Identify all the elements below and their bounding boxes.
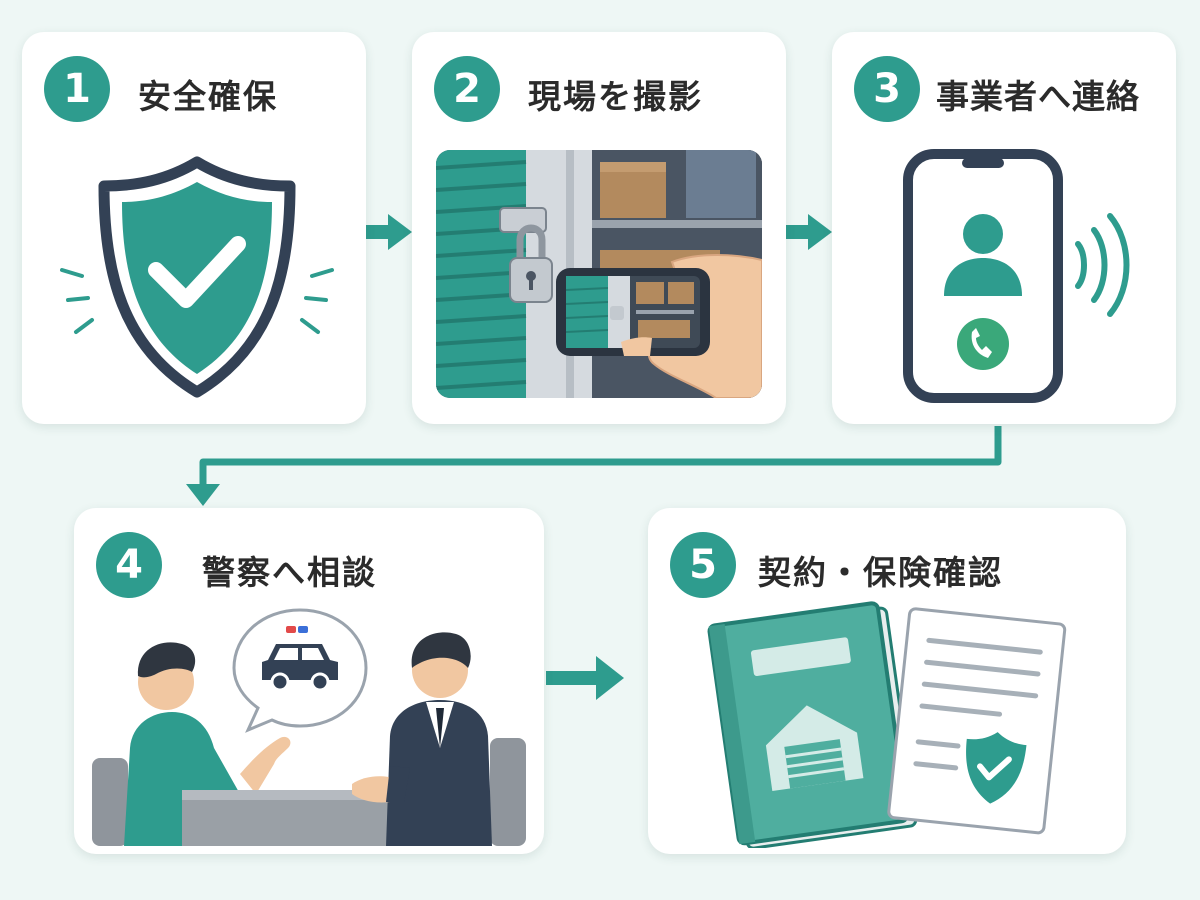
- phone-call-icon: [903, 149, 1130, 403]
- arrow-step1-to-step2: [366, 214, 412, 250]
- step-title: 現場を撮影: [528, 77, 703, 116]
- arrow-step3-to-step4: [186, 426, 1002, 506]
- step-card-5: 5 契約・保険確認: [648, 508, 1126, 854]
- step-title: 契約・保険確認: [758, 553, 1003, 592]
- step-card-3: 3 事業者へ連絡: [832, 32, 1176, 424]
- camera-photo-icon: [436, 150, 762, 398]
- step-number-badge: 2: [434, 56, 500, 122]
- step-number-badge: 5: [670, 532, 736, 598]
- step-card-2: 2 現場を撮影: [412, 32, 786, 424]
- step-title: 事業者へ連絡: [936, 77, 1140, 116]
- step-number-badge: 1: [44, 56, 110, 122]
- step-title: 安全確保: [138, 77, 278, 116]
- arrow-step2-to-step3: [786, 214, 832, 250]
- step-card-4: 4 警察へ相談: [74, 508, 544, 854]
- step-number-badge: 4: [96, 532, 162, 598]
- police-consultation-illustration: [92, 608, 526, 846]
- step-title: 警察へ相談: [202, 553, 377, 592]
- shield-check-icon: [60, 156, 334, 398]
- step-card-1: 1 安全確保: [22, 32, 366, 424]
- police-car-icon: [232, 608, 368, 733]
- contract-document-icon: [707, 601, 1067, 848]
- arrow-step4-to-step5: [546, 656, 624, 700]
- step-number-badge: 3: [854, 56, 920, 122]
